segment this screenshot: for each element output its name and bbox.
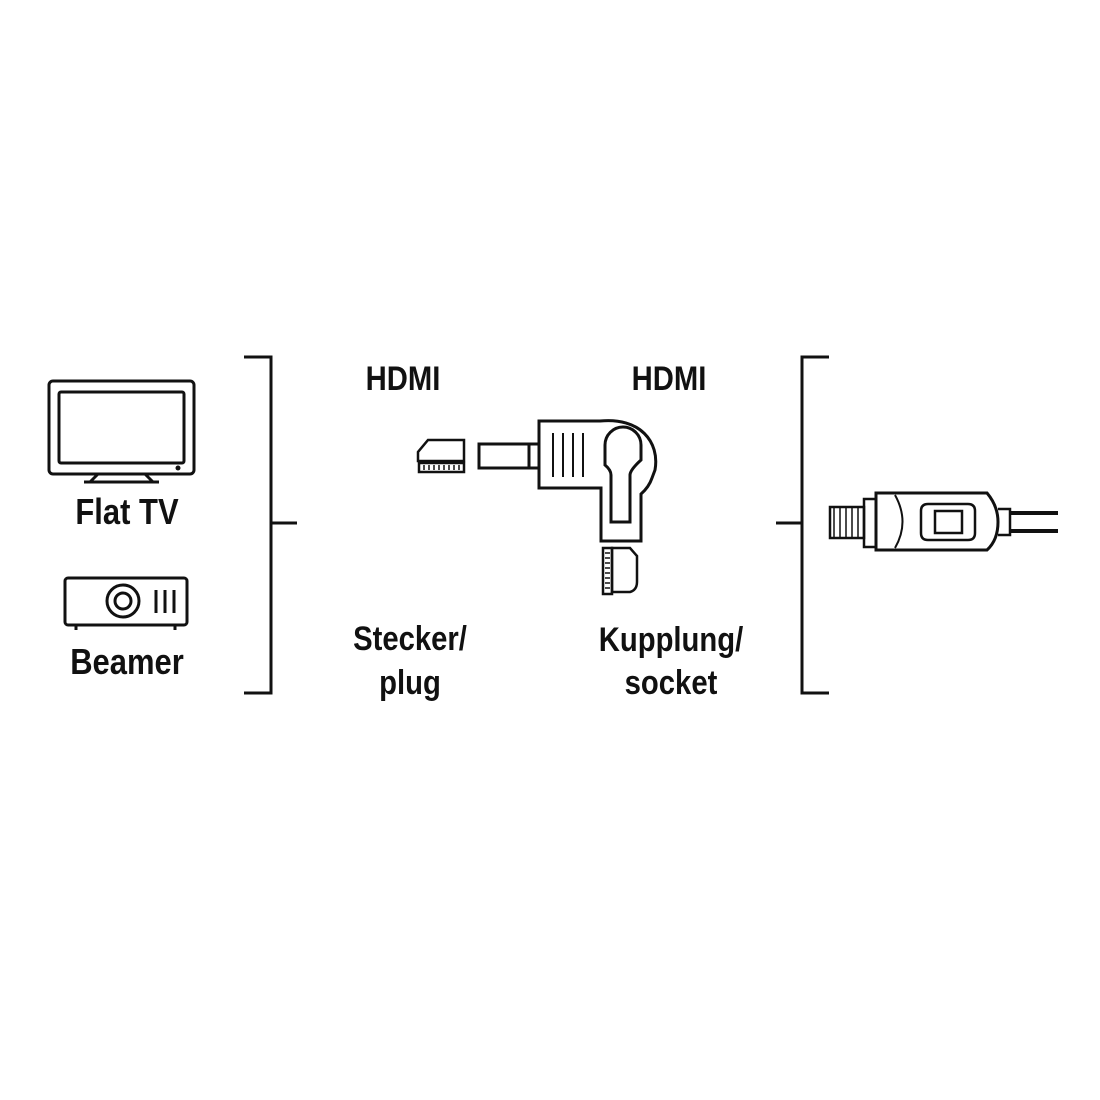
- plug-label-line2: plug: [379, 664, 441, 702]
- plug-hdmi-header: HDMI: [365, 360, 441, 398]
- hdmi-plug-icon: [416, 438, 466, 474]
- socket-label-line1: Kupplung/: [598, 621, 744, 659]
- hdmi-cable-end-icon: [828, 491, 1058, 552]
- angled-adapter-icon: [477, 419, 658, 543]
- left-bracket: [244, 355, 297, 695]
- projector-icon: [63, 576, 189, 630]
- right-bracket: [776, 355, 829, 695]
- hdmi-socket-icon: [601, 546, 639, 596]
- flat-tv-icon: [47, 379, 196, 484]
- flat-tv-label: Flat TV: [75, 491, 179, 532]
- beamer-label: Beamer: [70, 641, 184, 682]
- plug-label-line1: Stecker/: [353, 620, 467, 658]
- socket-label-line2: socket: [624, 664, 718, 702]
- socket-hdmi-header: HDMI: [631, 360, 707, 398]
